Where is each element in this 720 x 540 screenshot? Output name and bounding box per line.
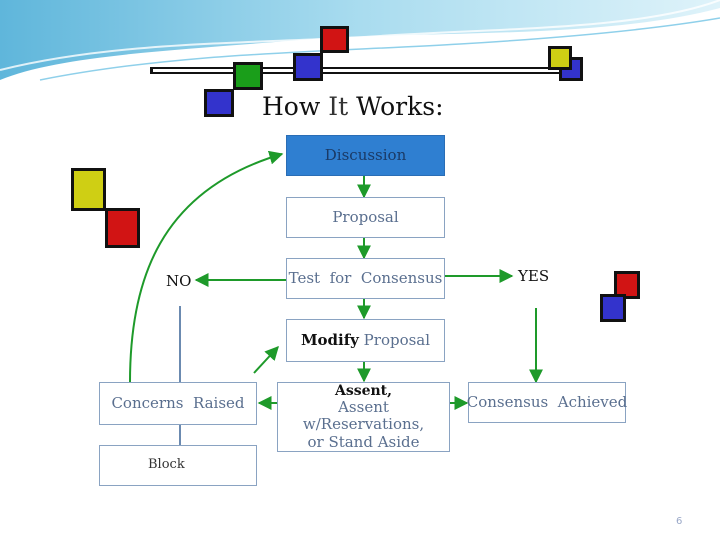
test-for-consensus-box: Test for Consensus bbox=[286, 258, 445, 299]
proposal-label: Proposal bbox=[332, 207, 399, 226]
proposal-box: Proposal bbox=[286, 197, 445, 238]
block-label: Block bbox=[148, 457, 185, 473]
decor-square-yellow-left bbox=[71, 168, 106, 211]
header-swoosh-highlight bbox=[0, 0, 720, 71]
assent-line1: Assent, bbox=[334, 383, 393, 400]
header-swoosh-line bbox=[39, 17, 720, 81]
header-rule-inner bbox=[153, 69, 567, 72]
assent-line2: Assent w/Reservations, bbox=[302, 398, 425, 434]
consensus-achieved-label: Consensus Achieved bbox=[466, 392, 628, 411]
slide-title-part3: Works: bbox=[356, 92, 444, 121]
consensus-achieved-box: Consensus Achieved bbox=[466, 382, 628, 423]
test-for-consensus-label: Test for Consensus bbox=[288, 268, 443, 287]
assent-box: Assent, Assent w/Reservations, or Stand … bbox=[277, 382, 450, 452]
concerns-raised-label: Concerns Raised bbox=[111, 393, 245, 412]
assent-line3: or Stand Aside bbox=[307, 432, 420, 451]
arrow-concerns-to-modify bbox=[253, 345, 279, 374]
slide-number: 6 bbox=[676, 516, 683, 527]
header-swoosh bbox=[0, 0, 720, 80]
yes-label: YES bbox=[518, 267, 550, 285]
concerns-raised-box: Concerns Raised bbox=[99, 382, 257, 425]
arrow-concerns-back-to-discussion bbox=[129, 150, 284, 383]
decor-square-blue-right bbox=[600, 294, 626, 322]
slide-title: How It Works: bbox=[262, 92, 444, 121]
decor-square-red-left bbox=[105, 208, 140, 248]
modify-bold-text: Modify bbox=[300, 330, 359, 349]
slide-title-part1: How bbox=[262, 92, 321, 121]
discussion-label: Discussion bbox=[324, 145, 407, 164]
modify-proposal-box: Modify Proposal bbox=[286, 319, 445, 362]
decor-square-red-top bbox=[320, 26, 349, 53]
no-label: NO bbox=[166, 272, 192, 290]
block-box: Block bbox=[99, 445, 257, 486]
decor-square-blue-top bbox=[293, 53, 323, 81]
discussion-box: Discussion bbox=[286, 135, 445, 176]
decor-square-green bbox=[233, 62, 263, 90]
modify-rest-text: Proposal bbox=[358, 330, 431, 349]
slide-title-part2: It bbox=[328, 92, 349, 121]
decor-square-yellow-right-top bbox=[548, 46, 572, 70]
decor-square-blue-title bbox=[204, 89, 234, 117]
modify-proposal-label: Modify Proposal bbox=[300, 330, 431, 349]
flow-arrows bbox=[129, 150, 543, 410]
